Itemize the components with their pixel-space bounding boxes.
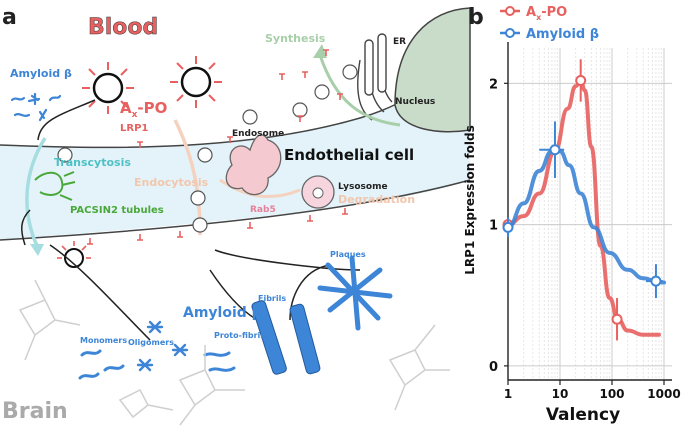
- brain-label: Brain: [2, 399, 68, 424]
- neurons: [18, 279, 450, 426]
- transcytosis-arrowhead: [30, 244, 44, 256]
- endosome-label: Endosome: [232, 129, 284, 139]
- panel-b-letter: b: [468, 5, 484, 30]
- lysosome-label: Lysosome: [338, 182, 388, 192]
- nucleus-label: Nucleus: [395, 97, 435, 107]
- proto-fibrils-label: Proto-fibrils: [214, 331, 268, 340]
- data-point: [650, 275, 662, 287]
- x-tick-label: 1: [504, 387, 512, 401]
- nucleus-shape: [394, 7, 471, 133]
- data-point: [549, 144, 561, 156]
- series-line-0: [506, 78, 661, 337]
- y-tick-label: 1: [489, 219, 498, 234]
- plaques-label: Plaques: [330, 250, 366, 259]
- brain-amyloid-protofibrils: [203, 351, 236, 372]
- x-tick-label: 10: [552, 387, 569, 401]
- axpo-particle-3: [57, 241, 91, 268]
- y-axis-label: LRP1 Expression folds: [463, 125, 477, 274]
- monomers-label: Monomers: [80, 336, 127, 345]
- transcytosis-arrow: [25, 137, 47, 249]
- endothelial-layer: [0, 0, 470, 240]
- lrp1-receptors: [87, 49, 348, 245]
- lysosome-inner: [312, 187, 324, 199]
- brain-amyloid-oligomers: [136, 320, 189, 372]
- transcytosis-label: Transcytosis: [54, 156, 131, 169]
- axpo-particle-1: [82, 62, 134, 114]
- legend-entry-axpo: Ax-PO: [500, 5, 567, 22]
- endocytosis-label: Endocytosis: [134, 176, 209, 189]
- fibrils-label: Fibrils: [258, 294, 286, 303]
- endosome-shape: [225, 134, 282, 196]
- legend: Ax-PO Amyloid β: [500, 5, 599, 42]
- data-point: [611, 313, 623, 325]
- brain-amyloid-plaques: [317, 255, 393, 331]
- endothelial-basal-membrane: [0, 179, 471, 241]
- panel-a-letter: a: [2, 5, 17, 30]
- series-line-1: [506, 149, 666, 285]
- x-tick-label: 1000: [647, 387, 680, 401]
- lrp1-label: LRP1: [120, 123, 148, 134]
- er-label: ER: [393, 37, 406, 47]
- data-point: [502, 221, 514, 233]
- axpo-particle-2: [170, 56, 222, 108]
- pathway-arrows: [20, 99, 361, 341]
- synthesis-arrow: [318, 54, 401, 127]
- amyloid-beta-top-label: Amyloid β: [10, 67, 72, 80]
- x-axis-label: Valency: [546, 405, 620, 425]
- legend-entry-amyloid: Amyloid β: [500, 27, 599, 42]
- panel-b: b Ax-PO Amyloid β LRP1 Expression folds …: [463, 5, 681, 425]
- amyloid-squiggles-top: [10, 92, 62, 122]
- oligomers-label: Oligomers: [128, 338, 174, 347]
- panel-a: [0, 0, 471, 426]
- y-tick-label: 2: [489, 77, 498, 92]
- amyloid-beta-brain-label: Amyloid β: [183, 305, 262, 321]
- rab5-label: Rab5: [250, 205, 276, 215]
- endothelial-cell-label: Endothelial cell: [284, 146, 414, 164]
- blood-label: Blood: [88, 15, 158, 40]
- vesicles: [57, 64, 358, 233]
- axpo-label: Ax-PO: [120, 99, 167, 120]
- panel-a-labels: a Blood Brain Amyloid β Ax-PO LRP1 Synth…: [2, 5, 435, 424]
- data-point: [575, 74, 587, 86]
- synthesis-arrowhead: [313, 44, 327, 58]
- pacsin2-tubules: [34, 171, 76, 201]
- brain-amyloid-monomers: [78, 349, 125, 380]
- brain-amyloid-fibrils: [251, 300, 321, 375]
- er-stacks: [357, 33, 393, 121]
- pacsin2-label: PACSIN2 tubules: [70, 205, 164, 216]
- legend-label-amyloid: Amyloid β: [526, 27, 599, 42]
- synthesis-label: Synthesis: [265, 32, 326, 45]
- x-tick-label: 100: [599, 387, 624, 401]
- degradation-label: Degradation: [338, 193, 415, 206]
- legend-label-axpo: Ax-PO: [526, 5, 567, 22]
- y-tick-label: 0: [489, 360, 498, 375]
